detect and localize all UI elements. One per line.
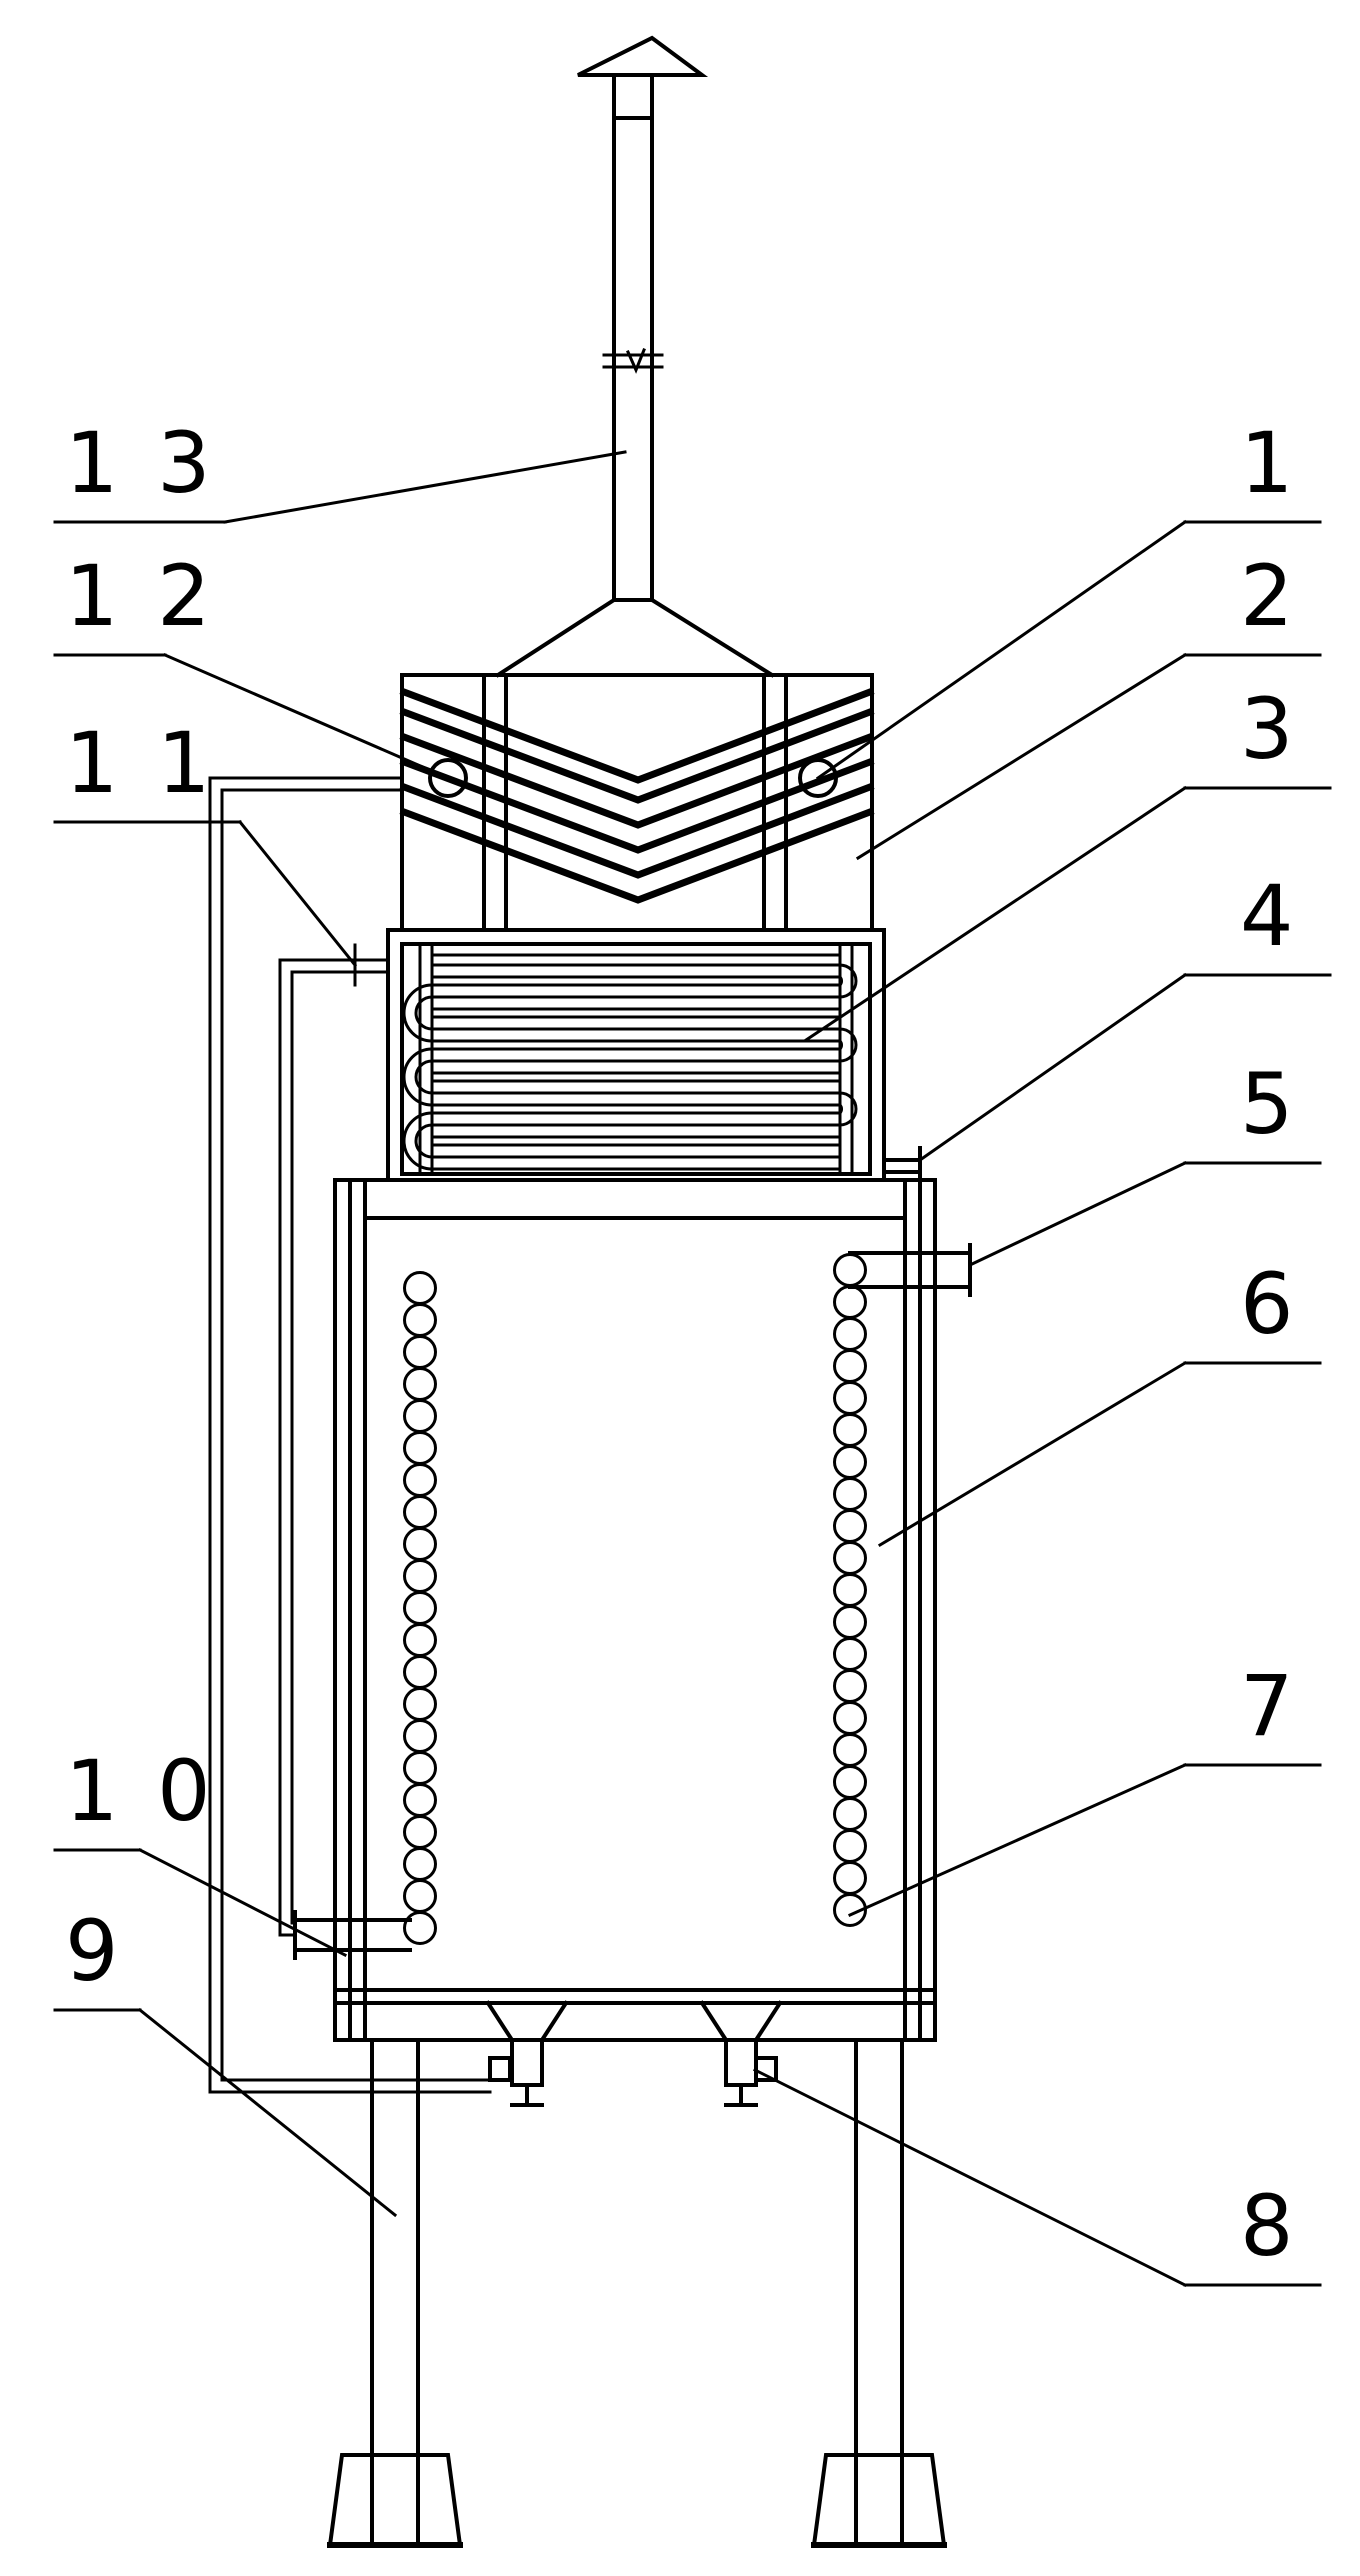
coil-tube-section bbox=[833, 1701, 867, 1735]
coil-tube-section bbox=[403, 1559, 437, 1593]
flue-port-right bbox=[798, 758, 838, 798]
leader-lines bbox=[53, 450, 1332, 2288]
label-11: 1 1 bbox=[65, 714, 217, 812]
coil-tube-section bbox=[403, 1527, 437, 1561]
serpentine-coil bbox=[402, 953, 858, 1171]
coil-tube-section bbox=[403, 1911, 437, 1945]
label-2: 2 bbox=[1240, 547, 1299, 645]
label-5: 5 bbox=[1240, 1055, 1299, 1153]
coil-tube-section bbox=[403, 1463, 437, 1497]
label-13: 1 3 bbox=[65, 414, 217, 512]
coil-tube-section bbox=[833, 1285, 867, 1319]
coil-tube-section bbox=[403, 1399, 437, 1433]
coil-tube-section bbox=[833, 1765, 867, 1799]
outlet-pipe-10 bbox=[293, 1910, 412, 1960]
label-1: 1 bbox=[1240, 414, 1299, 512]
coil-tube-section bbox=[833, 1509, 867, 1543]
coil-tube-section bbox=[403, 1847, 437, 1881]
coil-tube-section bbox=[833, 1445, 867, 1479]
label-12: 1 2 bbox=[65, 547, 217, 645]
coil-tube-section bbox=[403, 1719, 437, 1753]
coil-tube-section bbox=[403, 1367, 437, 1401]
coil-tube-section bbox=[833, 1605, 867, 1639]
coil-tube-section bbox=[403, 1495, 437, 1529]
drain-valves bbox=[485, 2000, 783, 2107]
v-baffles bbox=[399, 687, 875, 904]
main-tank bbox=[333, 1178, 937, 2042]
coil-tube-section bbox=[833, 1477, 867, 1511]
external-piping bbox=[208, 776, 492, 2094]
coil-tube-section bbox=[833, 1893, 867, 1927]
coil-tube-section bbox=[403, 1591, 437, 1625]
coil-tube-section bbox=[403, 1783, 437, 1817]
coil-tube-section bbox=[403, 1815, 437, 1849]
label-10: 1 0 bbox=[65, 1742, 217, 1840]
coil-tube-section bbox=[833, 1637, 867, 1671]
coil-tube-section bbox=[403, 1431, 437, 1465]
label-3: 3 bbox=[1240, 680, 1299, 778]
label-4: 4 bbox=[1240, 867, 1299, 965]
coil-tube-section bbox=[833, 1349, 867, 1383]
label-9: 9 bbox=[65, 1902, 124, 2000]
coil-tube-section bbox=[833, 1381, 867, 1415]
label-6: 6 bbox=[1240, 1255, 1299, 1353]
coil-tube-section bbox=[833, 1317, 867, 1351]
flue-port-left bbox=[428, 758, 468, 798]
coil-tube-section bbox=[403, 1623, 437, 1657]
coil-tube-section bbox=[833, 1541, 867, 1575]
chimney bbox=[495, 35, 775, 678]
tank-coil-right bbox=[833, 1253, 867, 1927]
coil-tube-section bbox=[403, 1655, 437, 1689]
coil-tube-section bbox=[403, 1303, 437, 1337]
tank-coil-left bbox=[403, 1271, 437, 1945]
coil-tube-section bbox=[833, 1797, 867, 1831]
label-7: 7 bbox=[1240, 1657, 1299, 1755]
coil-tube-section bbox=[403, 1879, 437, 1913]
label-8: 8 bbox=[1240, 2177, 1299, 2275]
coil-tube-section bbox=[403, 1687, 437, 1721]
coil-tube-section bbox=[833, 1861, 867, 1895]
support-legs bbox=[327, 2038, 947, 2548]
coil-tube-section bbox=[403, 1335, 437, 1369]
coil-tube-section bbox=[833, 1573, 867, 1607]
coil-tube-section bbox=[833, 1733, 867, 1767]
coil-tube-section bbox=[403, 1271, 437, 1305]
coil-tube-section bbox=[403, 1751, 437, 1785]
inlet-pipe-5 bbox=[848, 1243, 972, 1297]
coil-tube-section bbox=[833, 1669, 867, 1703]
chimney-cap bbox=[577, 35, 709, 77]
coil-housing bbox=[386, 928, 886, 1182]
coil-tube-section bbox=[833, 1829, 867, 1863]
coil-tube-section bbox=[833, 1413, 867, 1447]
coil-tube-section bbox=[833, 1253, 867, 1287]
